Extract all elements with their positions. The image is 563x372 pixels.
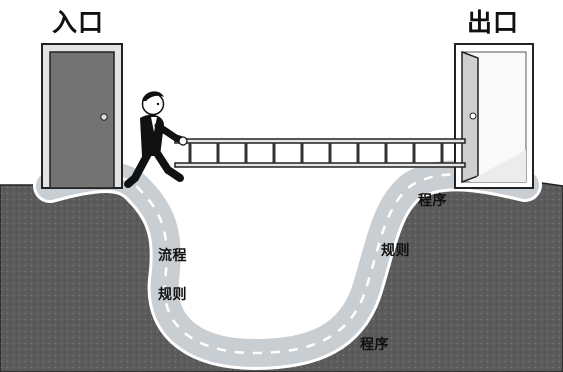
road-label-rules-right: 规则: [381, 243, 410, 259]
road-center-dashes: [49, 173, 526, 355]
exit-label: 出口: [467, 8, 520, 37]
exit-door: [454, 43, 534, 189]
entrance-label: 入口: [52, 8, 105, 37]
ladder: [174, 138, 466, 168]
road-label-program-top: 程序: [418, 193, 447, 209]
road-label-process: 流程: [158, 248, 187, 264]
entrance-door: [41, 43, 123, 189]
road-label-rules-left: 规则: [158, 287, 187, 303]
businessman-figure: [124, 91, 188, 188]
road-label-program-bottom: 程序: [360, 337, 389, 353]
